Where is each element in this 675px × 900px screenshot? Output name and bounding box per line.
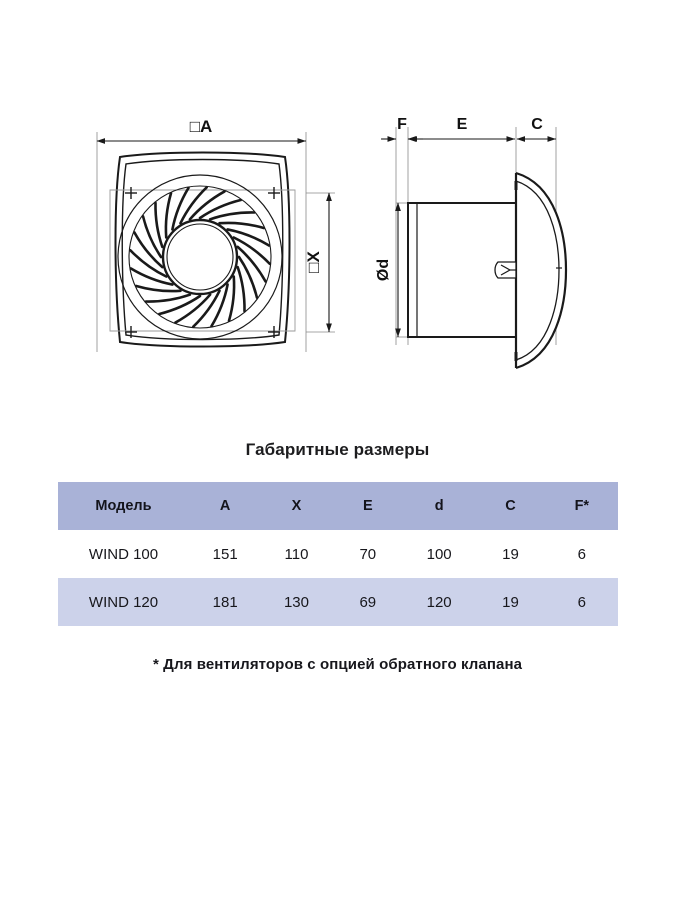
column-header-model: Модель: [95, 498, 152, 514]
fan-blade: [237, 255, 259, 299]
column-header-f: F*: [574, 498, 590, 514]
side-view-group: F E C Ød: [375, 116, 568, 370]
cell-d: 100: [426, 545, 452, 563]
fan-blade: [133, 231, 164, 269]
cell-c: 19: [502, 545, 519, 563]
fan-inner-bezel: [121, 158, 284, 341]
technical-drawings: □A □X: [0, 0, 675, 430]
table-footnote: * Для вентиляторов с опцией обратного кл…: [152, 656, 523, 673]
dimension-x-label: □X: [304, 251, 323, 273]
fan-blade: [227, 275, 236, 323]
dimensions-table-block: Габаритные размеры Модель A X E d C F* W…: [0, 440, 675, 673]
cell-f: 6: [577, 545, 586, 563]
dimension-c-label: C: [531, 116, 543, 133]
table-title: Габаритные размеры: [245, 440, 430, 459]
dimensions-table: Модель A X E d C F* WIND 100 151 110 70 …: [57, 482, 618, 626]
fan-blades: [129, 186, 271, 328]
fan-blade: [129, 248, 168, 278]
column-header-e: E: [362, 498, 373, 514]
fan-blade: [226, 228, 271, 247]
drawing-canvas: □A □X: [96, 116, 568, 370]
fan-blade: [232, 236, 271, 266]
cell-x: 110: [284, 545, 309, 563]
fan-face-panel: [109, 189, 296, 332]
dimension-a-label: □A: [190, 117, 213, 136]
fan-blade: [179, 186, 209, 225]
fan-blade: [129, 267, 174, 286]
fan-blade: [208, 211, 256, 221]
fan-blade: [218, 221, 266, 230]
fan-blade: [141, 215, 163, 259]
table-row: WIND 100 151 110 70 100 19 6: [57, 530, 618, 578]
fan-blade: [158, 294, 202, 316]
dimension-f: F: [381, 116, 423, 142]
cover-dome-inner: [515, 180, 560, 361]
cell-x: 130: [283, 593, 309, 611]
cell-f: 6: [577, 593, 586, 611]
cell-e: 69: [359, 593, 377, 611]
fan-blade: [171, 186, 190, 231]
dimension-d-label: Ød: [375, 259, 392, 281]
grille-mid-circle: [128, 185, 272, 329]
column-header-d: d: [434, 498, 444, 514]
latch-detail: [494, 261, 517, 279]
table-header-row: Модель A X E d C F*: [57, 482, 618, 530]
fan-blade: [191, 289, 221, 328]
fan-blade: [236, 245, 267, 283]
cell-c: 19: [502, 593, 519, 611]
cell-a: 181: [212, 593, 238, 611]
fan-blade: [210, 283, 229, 328]
fan-blade: [144, 293, 192, 303]
fan-blade: [188, 190, 226, 221]
fan-blade: [236, 265, 246, 313]
table-body: WIND 100 151 110 70 100 19 6 WIND 120 18…: [57, 530, 618, 626]
cell-a: 151: [212, 545, 238, 563]
cover-dome-outer: [515, 171, 568, 370]
fan-hub-inner: [166, 223, 234, 291]
fan-blade: [198, 198, 242, 220]
fan-blade: [134, 284, 182, 293]
dimension-a: □A: [96, 117, 306, 144]
dimension-e: E: [408, 116, 515, 142]
cell-model: WIND 100: [88, 545, 159, 563]
dimension-x: □X: [304, 192, 332, 332]
cell-d: 120: [426, 593, 452, 611]
table-head: Модель A X E d C F*: [57, 482, 618, 530]
fan-blade: [174, 293, 212, 324]
dimension-f-label: F: [397, 116, 407, 133]
grille-outer-circle: [117, 174, 283, 340]
front-view-group: □A □X: [96, 117, 335, 352]
table-row: WIND 120 181 130 69 120 19 6: [57, 578, 618, 626]
dimension-c: C: [516, 116, 556, 142]
column-header-x: X: [291, 498, 302, 514]
cell-e: 70: [359, 545, 377, 563]
fan-blade: [154, 201, 164, 249]
dimension-d: Ød: [375, 202, 401, 337]
front-view-witness-lines: [96, 132, 335, 352]
fan-blade: [164, 191, 173, 239]
cell-model: WIND 120: [88, 593, 159, 611]
column-header-c: C: [505, 498, 516, 514]
corner-marks: [125, 187, 280, 338]
dimension-e-label: E: [457, 116, 468, 133]
column-header-a: A: [219, 498, 231, 514]
